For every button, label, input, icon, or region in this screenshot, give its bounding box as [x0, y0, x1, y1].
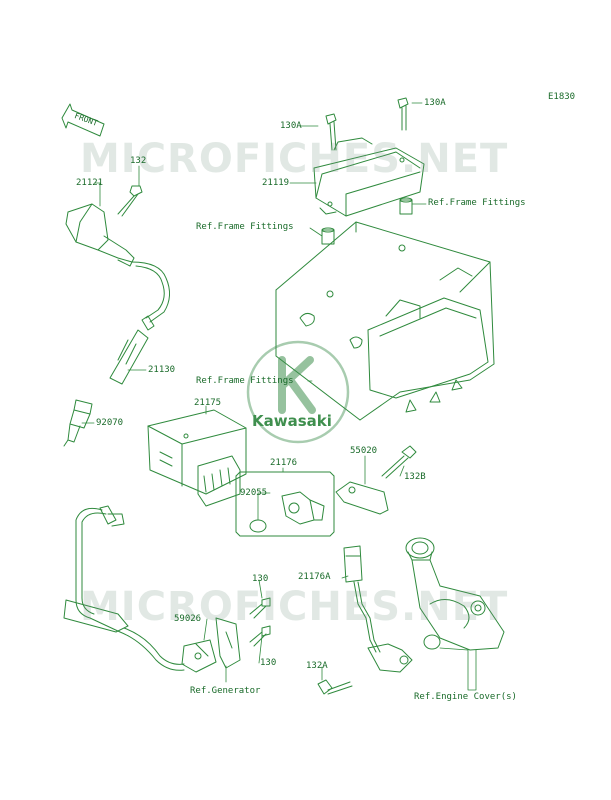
bolt-132a: [317, 679, 353, 695]
ref-generator: Ref.Generator: [190, 686, 261, 696]
watermark-top: MICROFICHES.NET: [80, 136, 509, 182]
ignition-coil: [65, 203, 135, 267]
label-132b: 132B: [404, 472, 426, 482]
bolt-130a-right: [397, 97, 409, 131]
watermark-bottom: MICROFICHES.NET: [80, 584, 509, 630]
o-ring-engine-cover: [423, 634, 441, 650]
high-tension-lead: [109, 261, 170, 385]
label-92055: 92055: [240, 488, 268, 498]
pulser-coil-59026: [181, 617, 241, 673]
bolt-132b: [381, 445, 417, 479]
bolt-130a-left: [325, 113, 337, 151]
label-55020: 55020: [350, 446, 378, 456]
label-21130: 21130: [148, 365, 176, 375]
label-130-lower: 130: [260, 658, 277, 668]
label-21175: 21175: [194, 398, 222, 408]
bolt-130-upper: [249, 597, 271, 619]
label-132: 132: [130, 156, 147, 166]
label-21176: 21176: [270, 458, 298, 468]
igniter-unit: [147, 409, 247, 507]
label-132a: 132A: [306, 661, 328, 671]
regulator-module: [313, 137, 425, 217]
ref-frame-fittings-bottom: Ref.Frame Fittings: [196, 376, 294, 386]
ref-frame-fittings-right: Ref.Frame Fittings: [428, 198, 526, 208]
mounting-plate-55020: [335, 481, 389, 515]
bolt-130-lower: [249, 625, 271, 647]
callout-bracket-21176: [235, 471, 335, 537]
brand-logo-text: Kawasaki: [252, 412, 332, 430]
label-130a-left: 130A: [280, 121, 302, 131]
label-130a-right: 130A: [424, 98, 446, 108]
crank-sensor-21176a: [343, 545, 413, 673]
ref-frame-fittings-left: Ref.Frame Fittings: [196, 222, 294, 232]
collar-right: [399, 197, 413, 215]
bolt-132: [117, 185, 143, 217]
label-21176a: 21176A: [298, 572, 331, 582]
ref-engine-cover: Ref.Engine Cover(s): [414, 692, 517, 702]
label-21119: 21119: [262, 178, 290, 188]
label-92070: 92070: [96, 418, 124, 428]
leader-lines: [81, 102, 477, 691]
kawasaki-logo-icon: [246, 340, 350, 444]
spark-plug: [63, 399, 93, 447]
label-59026: 59026: [174, 614, 202, 624]
battery-box: [275, 221, 495, 421]
label-130-upper: 130: [252, 574, 269, 584]
o-ring-92055: [249, 519, 267, 533]
pickup-sensor: [281, 491, 325, 525]
diagram-code: E1830: [548, 92, 576, 102]
collar-left: [321, 227, 335, 245]
engine-cover: [405, 537, 505, 651]
front-arrow-icon: [61, 103, 105, 137]
label-21121: 21121: [76, 178, 104, 188]
wiring-harness-left: [63, 505, 185, 671]
